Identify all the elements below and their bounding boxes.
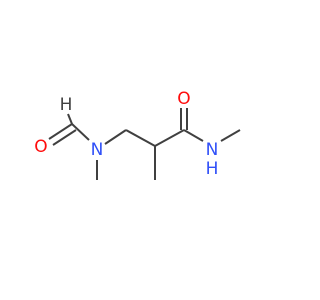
bond-formyl-c-n bbox=[71, 123, 90, 141]
bond-ch-carbonyl bbox=[154, 129, 185, 147]
bond-formyl-c-o-double-2 bbox=[52, 129, 77, 146]
bond-carbonyl-n bbox=[183, 129, 204, 142]
bond-formyl-c-o-double-1 bbox=[48, 123, 73, 140]
atom-label-formyl-o: O bbox=[34, 137, 47, 157]
bond-n-ch2 bbox=[104, 129, 127, 145]
bond-amide-n-methyl bbox=[220, 129, 241, 142]
atom-label-formyl-h: H bbox=[60, 95, 73, 115]
atom-label-amide-n: N bbox=[206, 140, 219, 160]
molecule-structure-diagram: H O N O N H bbox=[34, 89, 241, 180]
atom-labels: H O N O N H bbox=[34, 89, 218, 179]
atom-label-amide-o: O bbox=[177, 89, 190, 109]
atom-label-amide-h: H bbox=[206, 159, 219, 179]
bond-ch2-ch bbox=[125, 129, 156, 147]
bond-formyl-c-h bbox=[67, 113, 73, 125]
atom-label-amine-n: N bbox=[91, 140, 104, 160]
bonds bbox=[48, 108, 241, 180]
